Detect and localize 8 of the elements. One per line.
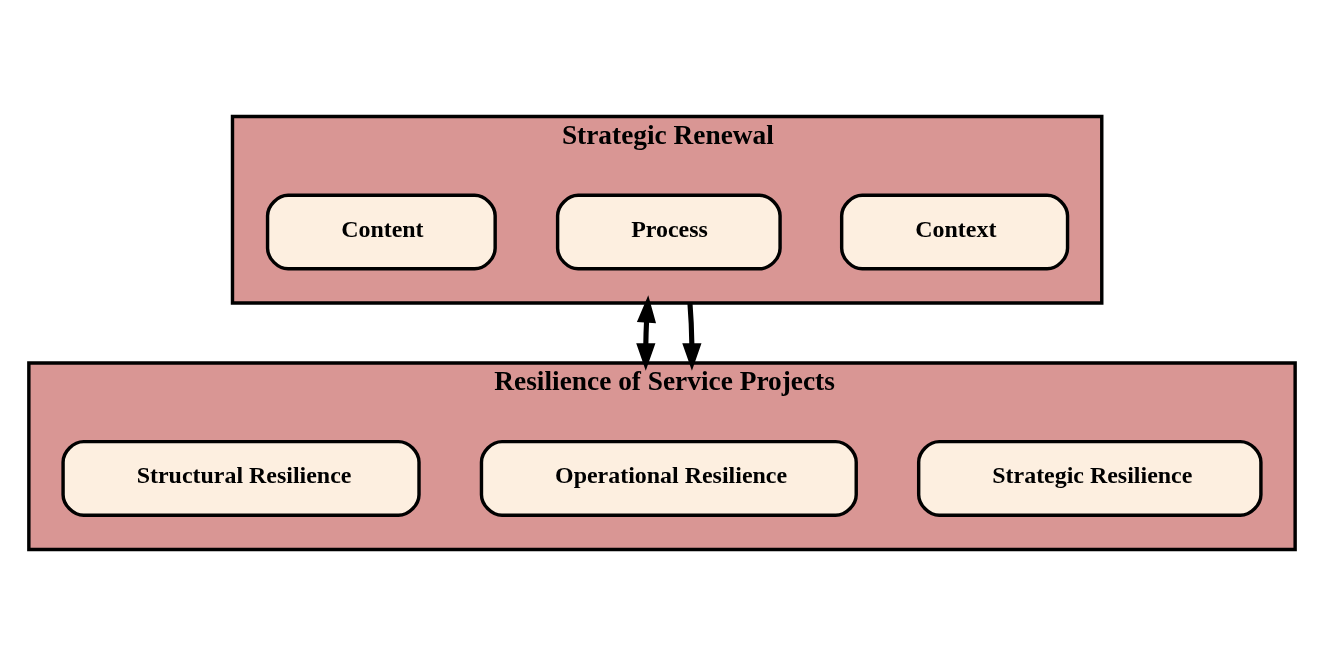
node-box: Context	[839, 193, 1070, 271]
arrow	[636, 295, 657, 371]
node-box: Content	[265, 193, 497, 271]
arrow	[682, 302, 702, 371]
node-box: Operational Resilience	[479, 439, 858, 517]
node-box: Strategic Resilience	[916, 439, 1263, 517]
node-box: Process	[555, 193, 782, 271]
node-box: Structural Resilience	[61, 439, 421, 517]
